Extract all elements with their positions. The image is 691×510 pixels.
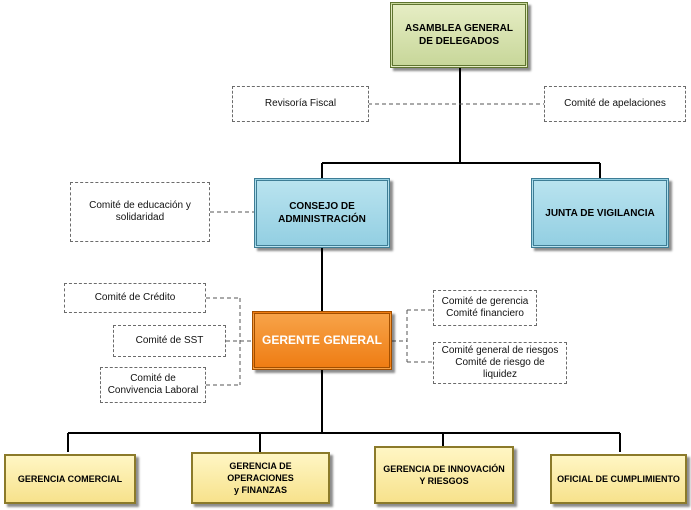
asamblea-general-label: ASAMBLEA GENERAL DE DELEGADOS — [405, 23, 513, 47]
gerente-general-box: GERENTE GENERAL — [252, 311, 392, 370]
comite-educacion-box: Comité de educación y solidaridad — [70, 182, 210, 242]
gerencia-operaciones-box: GERENCIA DE OPERACIONES y FINANZAS — [191, 452, 330, 504]
comite-gerencia-financiero-box: Comité de gerencia Comité financiero — [433, 290, 537, 326]
comite-riesgos-box: Comité general de riesgos Comité de ries… — [433, 342, 567, 384]
gerencia-comercial-box: GERENCIA COMERCIAL — [4, 454, 136, 504]
comite-credito-box: Comité de Crédito — [64, 283, 206, 313]
revisoria-fiscal-box: Revisoría Fiscal — [232, 86, 369, 122]
comite-apelaciones-box: Comité de apelaciones — [544, 86, 686, 122]
junta-vigilancia-box: JUNTA DE VIGILANCIA — [531, 178, 669, 248]
oficial-cumplimiento-box: OFICIAL DE CUMPLIMIENTO — [550, 454, 687, 504]
comite-sst-box: Comité de SST — [113, 325, 226, 357]
consejo-administracion-box: CONSEJO DE ADMINISTRACIÓN — [254, 178, 390, 248]
comite-convivencia-box: Comité de Convivencia Laboral — [100, 367, 206, 403]
asamblea-general-box: ASAMBLEA GENERAL DE DELEGADOS — [390, 2, 528, 68]
gerencia-innovacion-box: GERENCIA DE INNOVACIÓN Y RIESGOS — [374, 446, 514, 504]
